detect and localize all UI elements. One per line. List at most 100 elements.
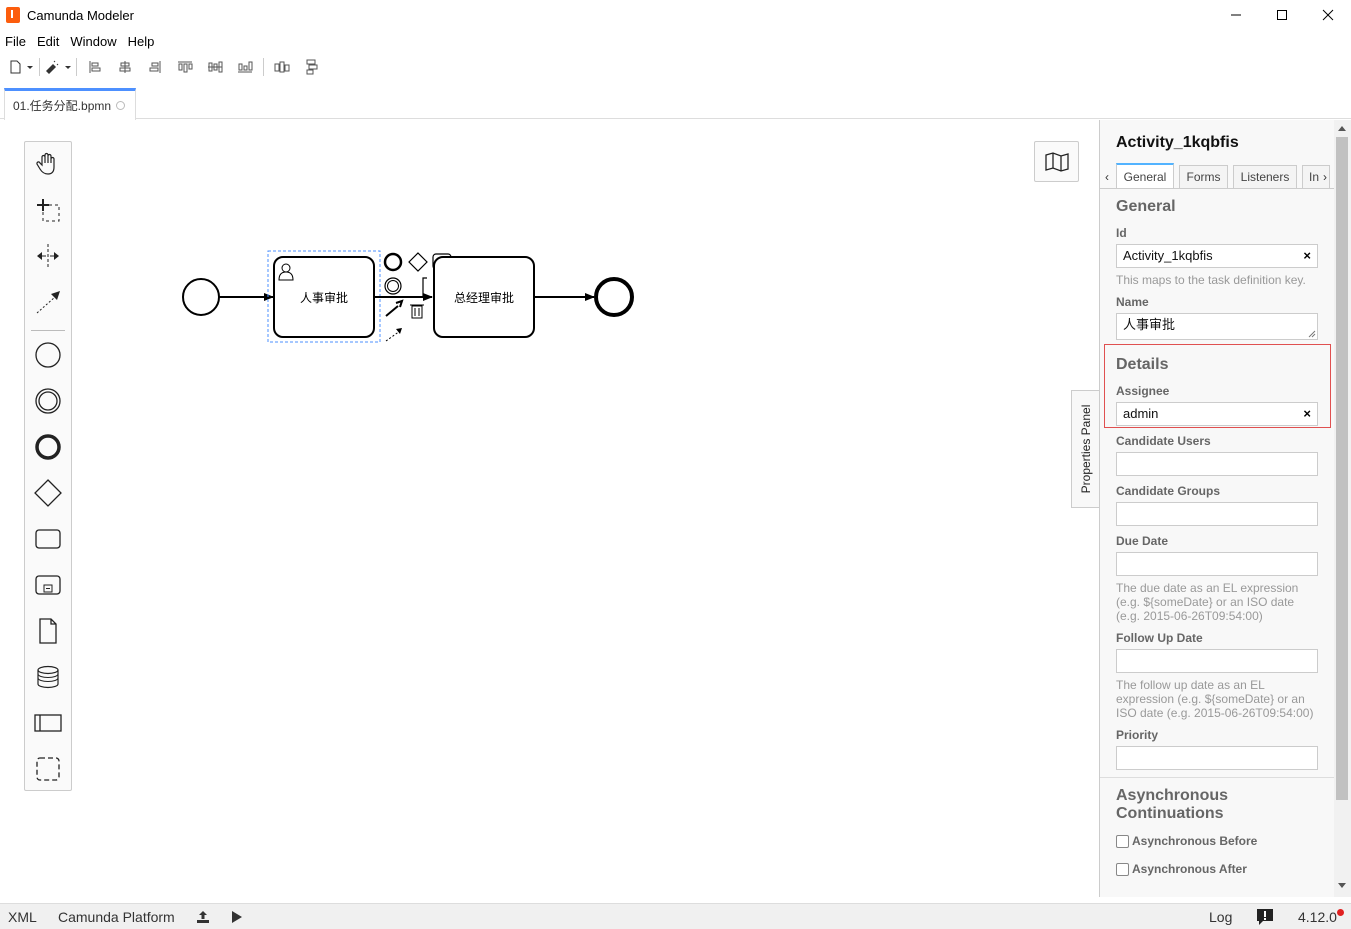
camunda-logo-icon [6, 7, 20, 23]
toolbar-separator [76, 58, 77, 76]
align-middle-icon [208, 61, 223, 73]
subprocess-icon [35, 575, 61, 595]
minimap-toggle-button[interactable] [1034, 141, 1079, 182]
tab-file[interactable]: 01.任务分配.bpmn [4, 88, 136, 120]
toolbar-separator [263, 58, 264, 76]
start-instance-icon[interactable] [230, 909, 244, 925]
create-pool[interactable] [25, 703, 71, 743]
tab-label: 01.任务分配.bpmn [13, 99, 112, 113]
group-divider [1100, 777, 1334, 778]
follow-up-date-field[interactable] [1116, 649, 1318, 673]
align-middle-button[interactable] [200, 56, 230, 78]
diagram-canvas[interactable]: 人事审批 总经理审批 [0, 120, 1099, 897]
create-intermediate-event[interactable] [25, 381, 71, 421]
scroll-down-icon[interactable] [1338, 883, 1346, 889]
properties-panel: Activity_1kqbfis ‹ General Forms Listene… [1099, 120, 1351, 897]
properties-panel-toggle-label: Properties Panel [1078, 404, 1093, 494]
user-icon [278, 263, 294, 281]
clear-id-icon[interactable]: × [1303, 248, 1311, 263]
menu-edit[interactable]: Edit [36, 34, 60, 49]
feedback-icon[interactable] [1256, 908, 1274, 926]
menu-window[interactable]: Window [70, 34, 117, 49]
version-label[interactable]: 4.12.0 [1298, 909, 1337, 925]
end-event[interactable] [594, 277, 634, 317]
space-tool[interactable] [25, 236, 71, 276]
distribute-horizontal-icon [274, 61, 290, 73]
scroll-up-icon[interactable] [1338, 125, 1346, 131]
change-type-icon[interactable] [385, 299, 404, 317]
distribute-horizontal-button[interactable] [267, 56, 297, 78]
append-gateway-icon[interactable] [408, 252, 428, 272]
create-data-object[interactable] [25, 611, 71, 651]
lasso-tool[interactable] [25, 190, 71, 230]
assignee-field[interactable]: admin × [1116, 402, 1318, 426]
properties-panel-toggle[interactable]: Properties Panel [1071, 390, 1099, 508]
id-field[interactable]: Activity_1kqbfis × [1116, 244, 1318, 268]
async-before-row: Asynchronous Before [1116, 834, 1257, 848]
global-connect-tool[interactable] [25, 282, 71, 322]
candidate-groups-field[interactable] [1116, 502, 1318, 526]
platform-selector[interactable]: Camunda Platform [58, 909, 175, 925]
task-label: 总经理审批 [453, 291, 514, 305]
menu-bar: File Edit Window Help [0, 32, 160, 52]
align-left-button[interactable] [80, 56, 110, 78]
create-gateway[interactable] [25, 473, 71, 513]
toolbar [0, 55, 1351, 79]
xml-button[interactable]: XML [8, 909, 37, 925]
append-end-event-icon[interactable] [383, 252, 403, 272]
create-subprocess[interactable] [25, 565, 71, 605]
distribute-vertical-icon [306, 59, 318, 75]
create-group[interactable] [25, 749, 71, 789]
priority-label: Priority [1116, 728, 1159, 742]
element-id-title: Activity_1kqbfis [1116, 134, 1239, 151]
properties-scrollbar[interactable] [1334, 120, 1351, 897]
align-right-button[interactable] [140, 56, 170, 78]
async-before-checkbox[interactable] [1116, 834, 1129, 848]
chevron-left-icon[interactable]: ‹ [1105, 170, 1109, 184]
due-date-label: Due Date [1116, 534, 1169, 548]
new-file-button[interactable] [6, 56, 36, 78]
menu-help[interactable]: Help [127, 34, 155, 49]
create-task[interactable] [25, 519, 71, 559]
start-event[interactable] [182, 278, 220, 316]
append-text-annotation-icon[interactable] [422, 277, 427, 297]
async-after-checkbox[interactable] [1116, 862, 1129, 876]
priority-field[interactable] [1116, 746, 1318, 770]
bpmn-diagram [182, 250, 634, 343]
clear-assignee-icon[interactable]: × [1303, 406, 1311, 421]
create-start-event[interactable] [25, 335, 71, 375]
minimize-button[interactable] [1213, 0, 1259, 30]
candidate-users-field[interactable] [1116, 452, 1318, 476]
align-top-button[interactable] [170, 56, 200, 78]
chevron-right-icon[interactable]: › [1323, 170, 1327, 184]
close-window-button[interactable] [1305, 0, 1351, 30]
highlight-box [1104, 344, 1331, 428]
id-hint: This maps to the task definition key. [1116, 273, 1306, 287]
unsaved-dot-icon[interactable] [116, 101, 126, 110]
tab-general[interactable]: General [1116, 163, 1174, 188]
palette-separator [31, 330, 65, 331]
edit-tools-button[interactable] [43, 56, 73, 78]
tab-input-output[interactable]: In [1302, 165, 1330, 188]
menu-file[interactable]: File [5, 34, 26, 49]
close-icon [1322, 9, 1334, 21]
connect-icon[interactable] [385, 330, 401, 342]
task-label: 人事审批 [299, 291, 348, 305]
log-button[interactable]: Log [1209, 909, 1233, 925]
align-center-button[interactable] [110, 56, 140, 78]
create-end-event[interactable] [25, 427, 71, 467]
create-data-store[interactable] [25, 657, 71, 697]
name-field[interactable]: 人事审批 [1116, 313, 1318, 340]
tab-listeners[interactable]: Listeners [1233, 165, 1297, 188]
scroll-thumb[interactable] [1336, 137, 1348, 800]
tab-forms[interactable]: Forms [1179, 165, 1228, 188]
hand-tool[interactable] [25, 144, 71, 184]
candidate-users-label: Candidate Users [1116, 434, 1211, 448]
delete-icon[interactable] [410, 304, 424, 319]
align-bottom-button[interactable] [230, 56, 260, 78]
deploy-icon[interactable] [195, 909, 211, 925]
due-date-field[interactable] [1116, 552, 1318, 576]
distribute-vertical-button[interactable] [297, 56, 327, 78]
maximize-button[interactable] [1259, 0, 1305, 30]
resize-handle-icon[interactable] [1308, 330, 1316, 338]
